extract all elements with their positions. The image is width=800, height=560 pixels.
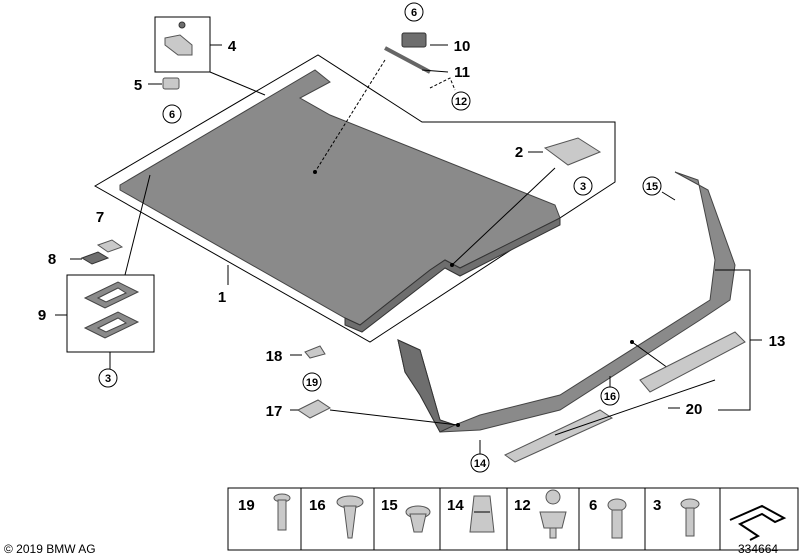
callout-17: 17 <box>266 403 283 420</box>
leader-4b <box>209 71 266 96</box>
callout-3b: 3 <box>105 373 111 385</box>
leader-dot-17 <box>456 423 460 427</box>
callout-19: 19 <box>306 377 318 389</box>
legend-label-2: 15 <box>381 497 398 514</box>
leader-strut-panel <box>314 59 386 173</box>
strut-mount <box>401 32 427 48</box>
clip-5-group <box>148 77 182 124</box>
circle-6b <box>404 2 424 22</box>
handle-part <box>543 137 602 166</box>
legend-label-4: 12 <box>514 497 531 514</box>
legend-label-3: 14 <box>447 497 464 514</box>
circle-14 <box>470 453 490 473</box>
callout-7: 7 <box>96 209 104 226</box>
callout-8: 8 <box>48 251 56 268</box>
frame-9-top <box>83 281 140 309</box>
nut-group <box>290 345 460 427</box>
strip-lower <box>504 409 614 463</box>
leader-15 <box>661 191 676 201</box>
copyright-text: © 2019 BMW AG <box>4 542 96 556</box>
fastener-legend: 19 16 15 14 12 6 3 <box>227 487 799 551</box>
circle-3b <box>98 368 118 388</box>
clip-part <box>162 77 180 90</box>
leader-20a <box>554 379 716 436</box>
fastener-12-icon <box>539 489 567 539</box>
circle-3a <box>573 176 593 196</box>
callout-18: 18 <box>266 348 283 365</box>
leader-11 <box>421 69 449 73</box>
fastener-3-icon <box>680 498 700 537</box>
protection-strips-group <box>504 331 746 463</box>
leader-12 <box>429 77 456 91</box>
callout-14: 14 <box>474 458 487 470</box>
leader-9b <box>124 174 151 276</box>
callout-6b: 6 <box>411 7 417 19</box>
strip-upper <box>639 331 746 393</box>
legend-label-1: 16 <box>309 497 326 514</box>
part-18 <box>304 345 326 359</box>
callout-16: 16 <box>604 391 616 403</box>
floor-panel <box>119 69 561 326</box>
bracket-part <box>164 34 193 56</box>
callout-6a: 6 <box>169 109 175 121</box>
fastener-16-icon <box>336 495 364 539</box>
circle-16 <box>600 386 620 406</box>
fastener-15-icon <box>405 505 431 533</box>
callout-1: 1 <box>218 289 226 306</box>
fastener-6-icon <box>607 498 627 539</box>
circle-12 <box>451 91 471 111</box>
floor-panel-outline <box>93 54 616 343</box>
fastener-19-icon <box>273 493 291 531</box>
circle-19 <box>302 372 322 392</box>
sill-trim-side <box>397 339 457 433</box>
callout-2: 2 <box>515 144 523 161</box>
callout-12: 12 <box>455 96 467 108</box>
callout-20: 20 <box>686 401 703 418</box>
bracket-kit-group <box>154 16 266 96</box>
part-17 <box>297 399 331 419</box>
bracket-screw <box>178 21 186 29</box>
legend-label-5: 6 <box>589 497 597 514</box>
leader-17b <box>329 409 459 426</box>
leader-16 <box>631 341 669 369</box>
callout-5: 5 <box>134 77 142 94</box>
sill-trim-group <box>397 171 762 473</box>
callout-10: 10 <box>454 38 471 55</box>
strut-group <box>313 2 471 174</box>
strut-rod <box>384 46 431 74</box>
leader-dot-2 <box>450 263 454 267</box>
leader-2b <box>451 167 556 266</box>
callout-13: 13 <box>769 333 786 350</box>
callout-3a: 3 <box>580 181 586 193</box>
pad-7 <box>96 239 124 253</box>
circle-15 <box>642 176 662 196</box>
callout-4: 4 <box>228 38 237 55</box>
handle-group <box>450 137 602 267</box>
legend-label-0: 19 <box>238 497 255 514</box>
circle-6a <box>162 104 182 124</box>
leader-dot <box>313 170 317 174</box>
bracket-symbol-icon <box>729 504 787 541</box>
fastener-14-icon <box>469 495 495 533</box>
callout-9: 9 <box>38 307 46 324</box>
diagram-id: 334664 <box>738 542 778 556</box>
legend-label-6: 3 <box>653 497 661 514</box>
callout-15: 15 <box>646 181 658 193</box>
callout-11: 11 <box>454 64 470 81</box>
pad-8 <box>80 251 110 265</box>
leader-dot-16 <box>630 340 634 344</box>
floor-panel-group <box>93 54 616 343</box>
legend-frame <box>227 487 799 551</box>
pads-group <box>55 174 155 388</box>
floor-panel-edge <box>344 217 561 333</box>
frame-9-bottom <box>83 311 140 339</box>
